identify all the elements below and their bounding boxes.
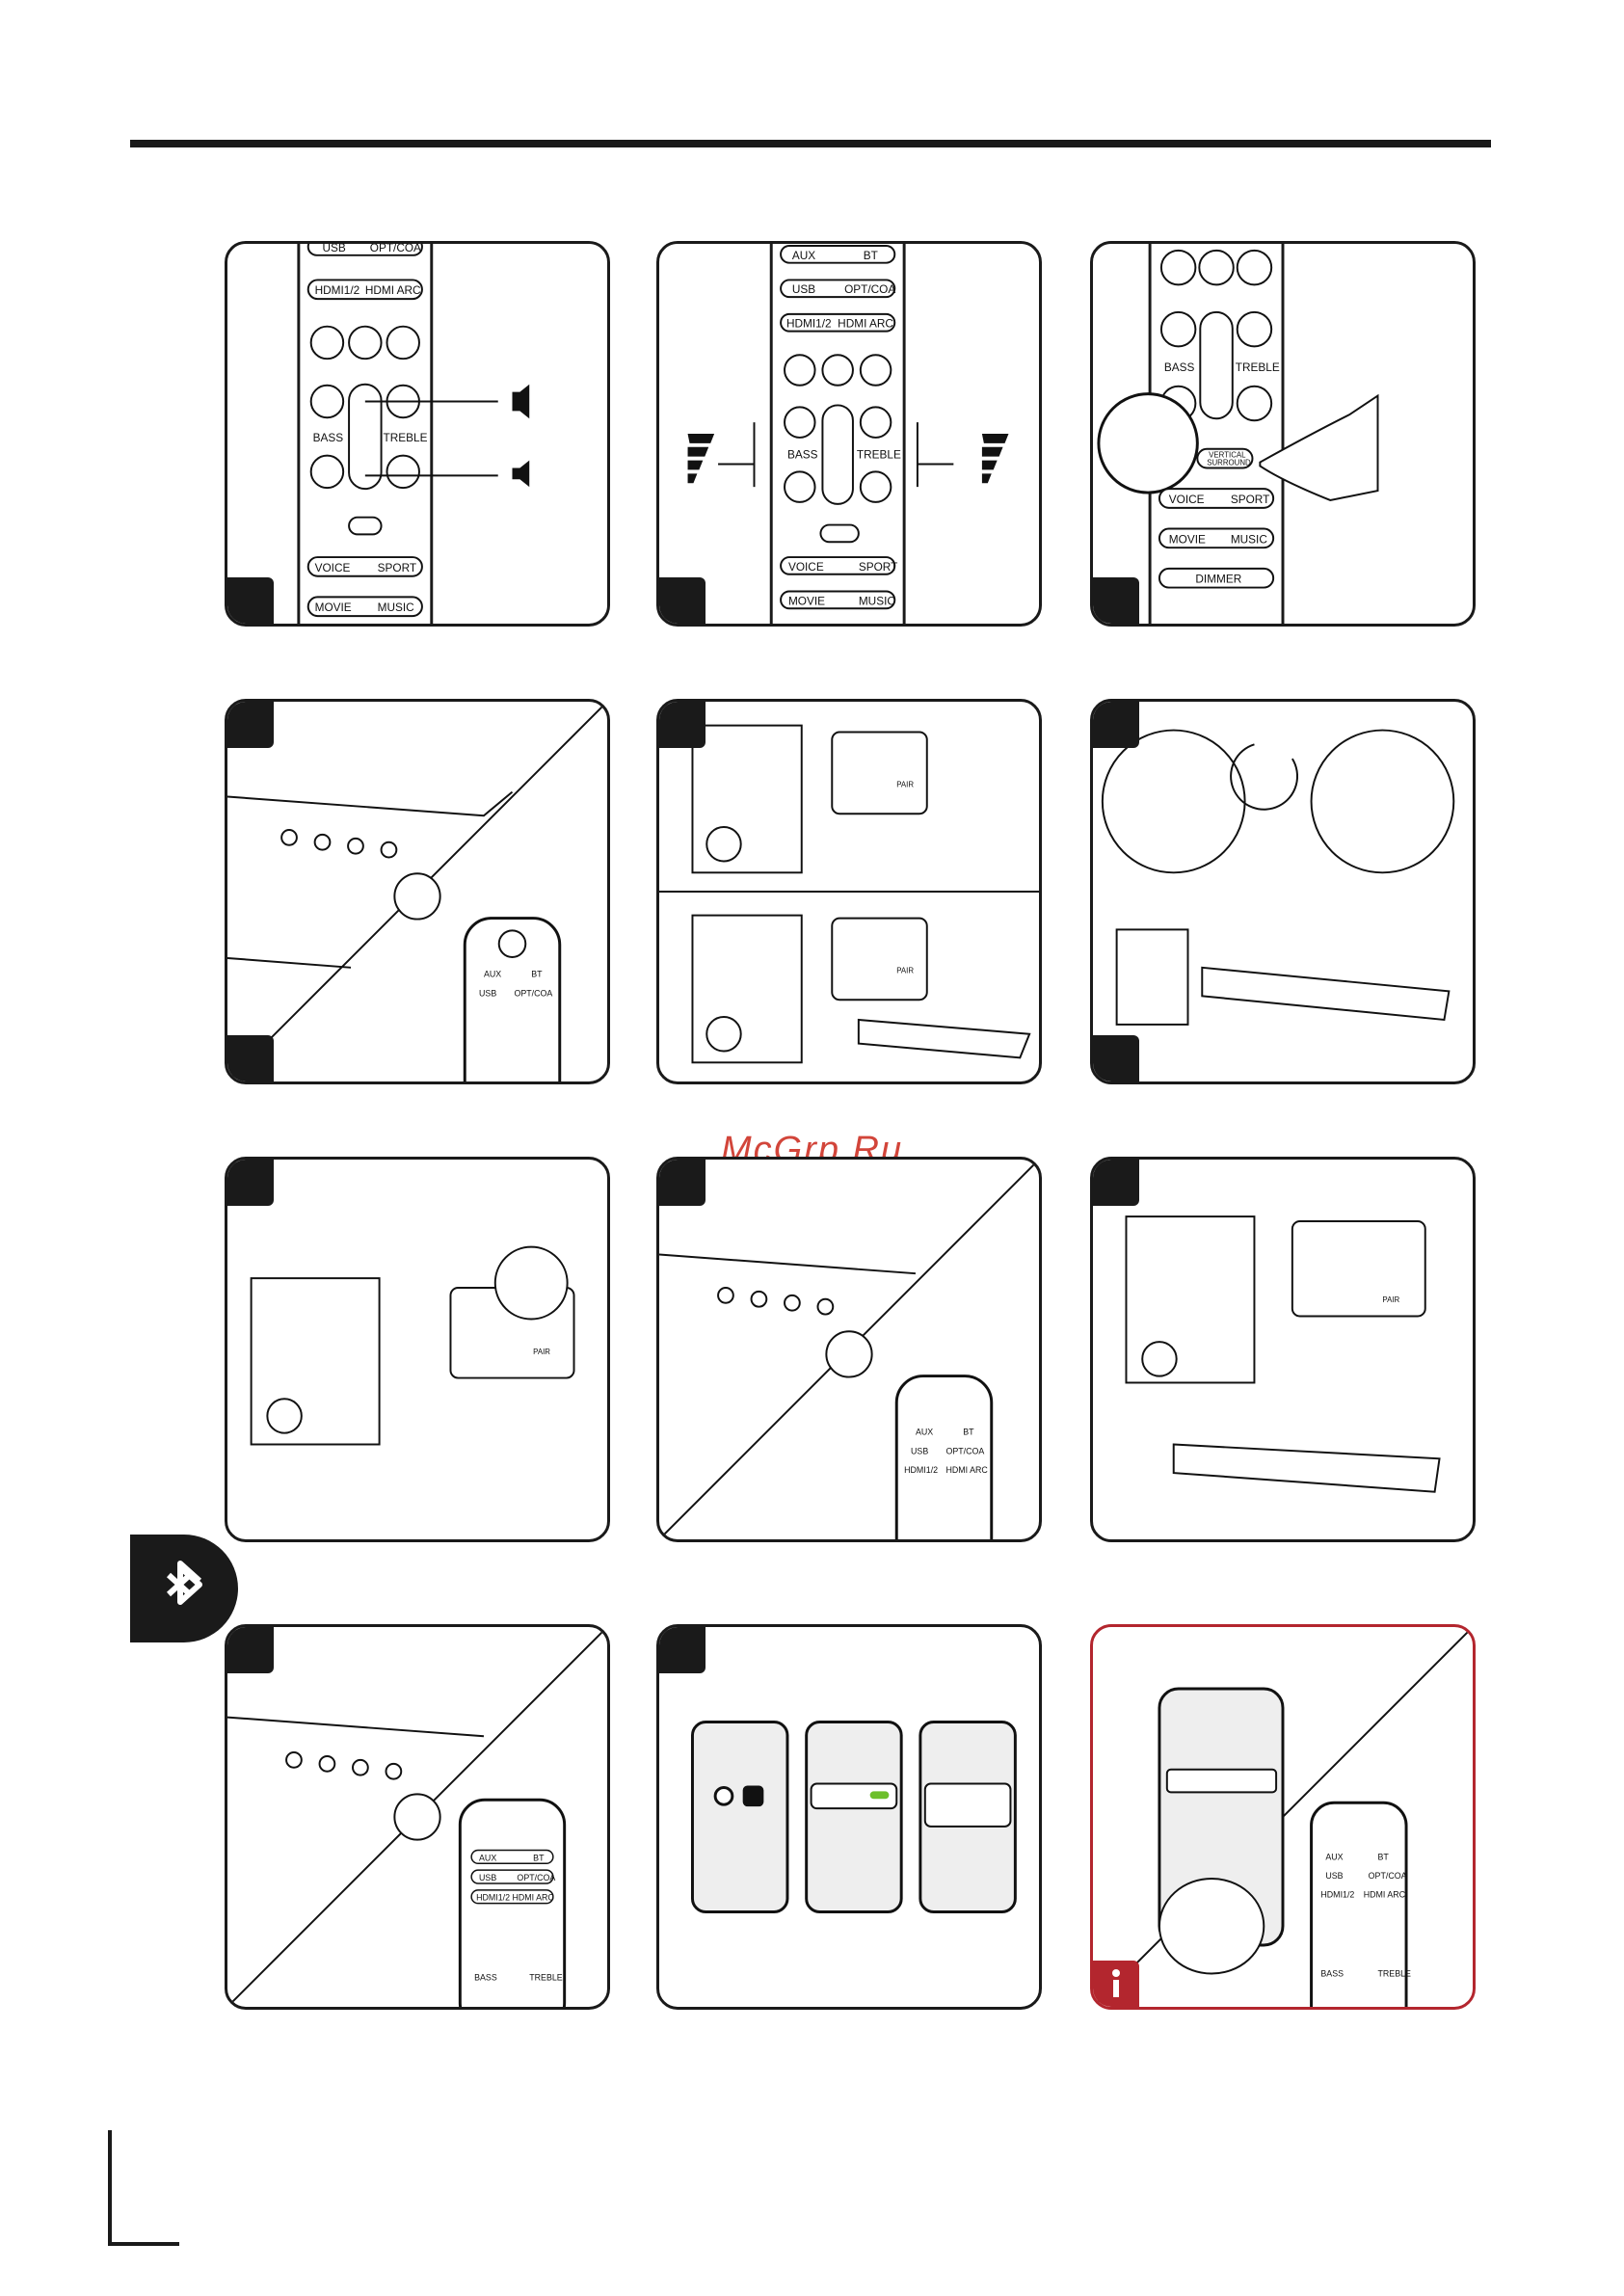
panel-volume: USB OPT/COA HDMI1/2 HDMI ARC BASS TREBLE…: [225, 241, 610, 627]
svg-text:MOVIE: MOVIE: [1169, 532, 1206, 546]
svg-text:AUX: AUX: [1325, 1852, 1343, 1861]
step-badge: [1093, 1160, 1139, 1206]
svg-text:OPT/COA: OPT/COA: [844, 282, 895, 296]
svg-text:USB: USB: [792, 282, 815, 296]
page-corner-mark: [108, 2130, 179, 2246]
svg-text:HDMI1/2: HDMI1/2: [786, 317, 832, 331]
svg-text:VOICE: VOICE: [788, 560, 824, 574]
svg-text:HDMI ARC: HDMI ARC: [838, 317, 893, 331]
surround-icon: [1093, 577, 1139, 624]
svg-text:AUX: AUX: [916, 1428, 933, 1437]
step-badge: [659, 1160, 706, 1206]
gear-icon: [713, 1785, 734, 1806]
header-rule: [130, 140, 1491, 147]
panel-pair-press: AUX BT USB OPT/COA: [225, 699, 610, 1084]
svg-text:TREBLE: TREBLE: [384, 431, 428, 444]
svg-text:USB: USB: [1325, 1871, 1343, 1881]
svg-text:BASS: BASS: [1164, 360, 1195, 374]
svg-text:DIMMER: DIMMER: [1195, 573, 1241, 586]
svg-text:PAIR: PAIR: [1382, 1295, 1399, 1304]
svg-text:OPT/COA: OPT/COA: [1369, 1871, 1407, 1881]
svg-text:HDMI1/2: HDMI1/2: [315, 283, 360, 297]
svg-text:BASS: BASS: [474, 1972, 497, 1982]
step-badge: [659, 702, 706, 748]
svg-text:SPORT: SPORT: [1231, 493, 1269, 506]
svg-text:SPORT: SPORT: [859, 560, 897, 574]
svg-text:USB: USB: [479, 1873, 496, 1882]
svg-text:MOVIE: MOVIE: [788, 594, 825, 607]
svg-text:HDMI1/2: HDMI1/2: [476, 1893, 510, 1903]
svg-text:TREBLE: TREBLE: [1236, 360, 1280, 374]
link-icon: [227, 1035, 274, 1081]
svg-text:AUX: AUX: [479, 1853, 496, 1862]
svg-text:PAIR: PAIR: [533, 1348, 550, 1356]
svg-text:BASS: BASS: [313, 431, 344, 444]
panel-bt-press: AUX BT USB OPT/COA HDMI1/2 HDMI ARC BASS…: [225, 1624, 610, 2010]
svg-text:BT: BT: [533, 1853, 545, 1862]
panel-info: AUX BT USB OPT/COA HDMI1/2 HDMI ARC BASS…: [1090, 1624, 1476, 2010]
panel-subwoofer-pair: PAIR PAIR: [656, 699, 1042, 1084]
svg-text:USB: USB: [479, 988, 496, 998]
panel-surround: BASS TREBLE VERTICAL SURROUND VOICE SPOR…: [1090, 241, 1476, 627]
svg-text:TREBLE: TREBLE: [857, 448, 901, 462]
svg-text:BASS: BASS: [1320, 1968, 1344, 1978]
svg-text:BASS: BASS: [787, 448, 818, 462]
svg-text:OPT/COA: OPT/COA: [945, 1446, 984, 1455]
panel-sub-pair-press: PAIR: [225, 1157, 610, 1542]
svg-text:BT: BT: [963, 1428, 974, 1437]
svg-text:VOICE: VOICE: [315, 561, 351, 574]
step-badge: [227, 702, 274, 748]
speaker-volume-icon: [227, 577, 274, 624]
svg-text:HDMI ARC: HDMI ARC: [945, 1465, 988, 1475]
panel-paired: PAIR: [1090, 1157, 1476, 1542]
svg-text:USB: USB: [911, 1446, 928, 1455]
speaker-volume-icon: [659, 577, 706, 624]
panel-power-cycle: [1090, 699, 1476, 1084]
svg-text:AUX: AUX: [484, 970, 501, 979]
svg-text:PAIR: PAIR: [896, 781, 914, 789]
bluetooth-tab: [130, 1535, 238, 1642]
svg-text:AUX: AUX: [792, 249, 815, 262]
svg-text:VOICE: VOICE: [1169, 493, 1205, 506]
svg-text:SPORT: SPORT: [378, 561, 416, 574]
svg-text:OPT/COA: OPT/COA: [370, 244, 421, 254]
svg-text:PAIR: PAIR: [896, 967, 914, 975]
svg-text:OPT/COA: OPT/COA: [517, 1873, 555, 1882]
svg-text:HDMI ARC: HDMI ARC: [513, 1893, 555, 1903]
svg-text:MUSIC: MUSIC: [859, 594, 896, 607]
svg-text:HDMI ARC: HDMI ARC: [1364, 1890, 1406, 1900]
panel-phone-bt: [656, 1624, 1042, 2010]
svg-text:BT: BT: [531, 970, 543, 979]
panel-soundbar-pair: AUX BT USB OPT/COA HDMI1/2 HDMI ARC: [656, 1157, 1042, 1542]
svg-text:OPT/COA: OPT/COA: [514, 988, 552, 998]
bluetooth-icon: [166, 1561, 202, 1605]
link-icon: [1093, 1035, 1139, 1081]
svg-text:MUSIC: MUSIC: [1231, 532, 1268, 546]
info-icon: [1093, 1961, 1139, 2007]
svg-text:BT: BT: [1378, 1852, 1390, 1861]
step-badge: [227, 1160, 274, 1206]
panel-bass-treble: AUX BT USB OPT/COA HDMI1/2 HDMI ARC BASS…: [656, 241, 1042, 627]
svg-text:TREBLE: TREBLE: [1378, 1968, 1412, 1978]
svg-text:HDMI1/2: HDMI1/2: [1320, 1890, 1354, 1900]
svg-text:HDMI ARC: HDMI ARC: [365, 283, 421, 297]
svg-text:VERTICAL: VERTICAL: [1209, 451, 1246, 460]
svg-text:MOVIE: MOVIE: [315, 601, 352, 614]
svg-text:TREBLE: TREBLE: [529, 1972, 563, 1982]
svg-text:BT: BT: [864, 249, 878, 262]
svg-text:HDMI1/2: HDMI1/2: [904, 1465, 938, 1475]
svg-text:USB: USB: [323, 244, 346, 254]
step-badge: [1093, 702, 1139, 748]
svg-text:SURROUND: SURROUND: [1207, 459, 1251, 467]
step-badge: [659, 1627, 706, 1673]
svg-text:MUSIC: MUSIC: [378, 601, 415, 614]
step-badge: [227, 1627, 274, 1673]
